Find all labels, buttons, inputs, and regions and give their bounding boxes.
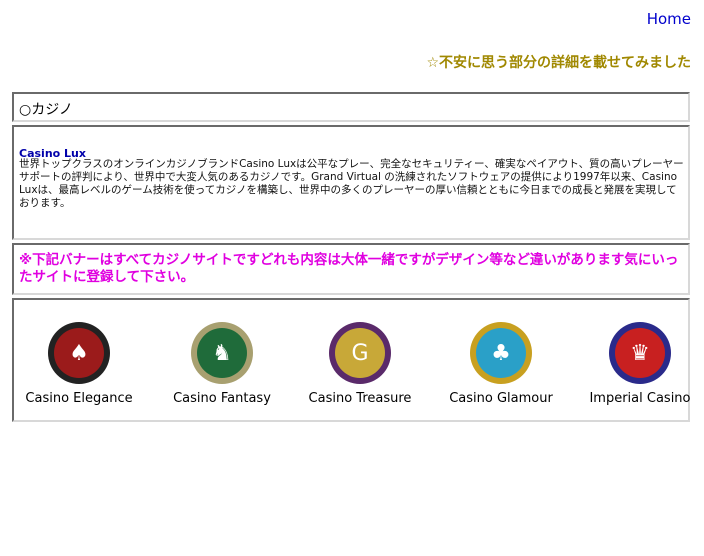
banner-label: Imperial Casino: [589, 391, 691, 406]
imperial-logo-icon-center: ♛: [615, 328, 665, 378]
home-link[interactable]: Home: [646, 10, 691, 28]
casino-lux-description: 世界トップクラスのオンラインカジノブランドCasino Luxは公平なプレー、完…: [19, 158, 684, 209]
banner-casino-treasure[interactable]: G Casino Treasure: [290, 322, 430, 406]
glamour-logo-icon: ♣: [470, 322, 532, 384]
casino-lux-info-box: Casino Lux 世界トップクラスのオンラインカジノブランドCasino L…: [12, 125, 690, 240]
banner-label: Casino Glamour: [449, 391, 553, 406]
banner-casino-fantasy[interactable]: ♞ Casino Fantasy: [152, 322, 292, 406]
casino-lux-name: Casino Lux: [19, 147, 86, 160]
banner-casino-elegance[interactable]: ♠ Casino Elegance: [9, 322, 149, 406]
notice-box: ※下記バナーはすべてカジノサイトですどれも内容は大体一緒ですがデザイン等など違い…: [12, 243, 690, 295]
banner-imperial-casino[interactable]: ♛ Imperial Casino: [570, 322, 704, 406]
section-header-box: ○カジノ: [12, 92, 690, 122]
banner-row: ♠ Casino Elegance ♞ Casino Fantasy G Casino T…: [14, 322, 691, 422]
glamour-logo-icon-center: ♣: [476, 328, 526, 378]
banner-label: Casino Treasure: [308, 391, 412, 406]
elegance-logo-icon: ♠: [48, 322, 110, 384]
treasure-logo-icon: G: [329, 322, 391, 384]
notice-text: ※下記バナーはすべてカジノサイトですどれも内容は大体一緒ですがデザイン等など違い…: [19, 252, 679, 285]
imperial-logo-icon: ♛: [609, 322, 671, 384]
banner-casino-glamour[interactable]: ♣ Casino Glamour: [431, 322, 571, 406]
banner-label: Casino Fantasy: [173, 391, 271, 406]
treasure-logo-icon-center: G: [335, 328, 385, 378]
section-title: ○カジノ: [19, 102, 73, 118]
unicorn-logo-icon: ♞: [191, 322, 253, 384]
banner-box: ♠ Casino Elegance ♞ Casino Fantasy G Casino T…: [12, 298, 691, 422]
unicorn-logo-icon-center: ♞: [197, 328, 247, 378]
banner-label: Casino Elegance: [25, 391, 133, 406]
elegance-logo-icon-center: ♠: [54, 328, 104, 378]
page-subtitle: ☆不安に思う部分の詳細を載せてみました: [426, 55, 691, 71]
